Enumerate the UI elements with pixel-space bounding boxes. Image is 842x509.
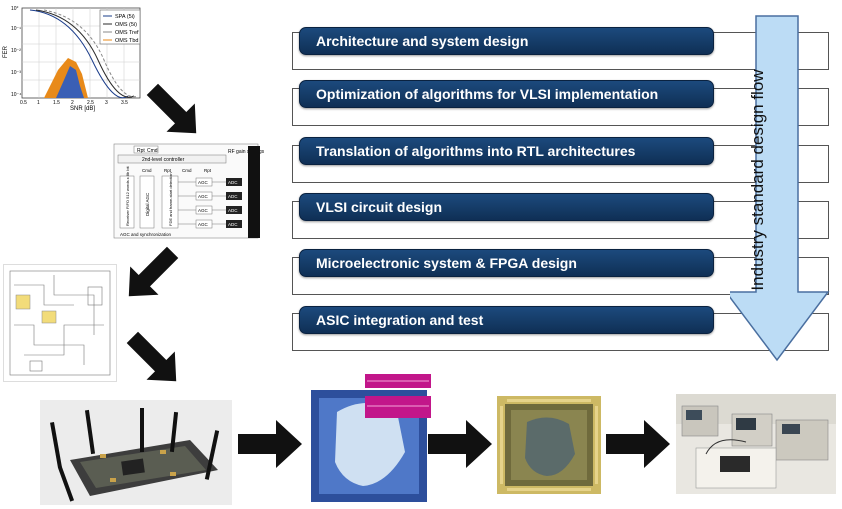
test-bench-photo [676,394,836,494]
ber-legend-entry: SPA (5i) [115,14,135,20]
industry-flow-label: Industry standard design flow [748,69,767,291]
ber-legend-entry: OMS Tbd [115,38,138,44]
block-fifo-label: Receiver FIFO 512 words x 8b bit [125,166,130,226]
block-agc-label: AGC [198,194,209,199]
arrow-die-to-testbench [606,420,670,468]
fpga-board-photo [40,400,232,505]
step-label: Architecture and system design [316,33,529,49]
step-vlsi-circuit-design: VLSI circuit design [299,193,714,221]
rtl-schematic-svg [9,270,111,376]
ber-plot-figure: SPA (5i) OMS (5i) OMS Tref OMS Tbd FER S… [0,0,145,112]
test-bench-svg [676,394,836,489]
ber-xlabel: SNR [dB] [70,106,95,112]
block-top-label: Rpt [137,148,145,154]
ber-xtick: 1.5 [53,100,60,106]
block-controller-label: 2nd-level controller [142,157,185,163]
ber-legend-entry: OMS Tref [115,30,139,36]
block-gain-label: RF gain settings [228,149,265,155]
ber-ytick: 10⁻¹ [11,26,21,32]
ber-xtick: 2 [71,100,74,106]
ber-curve-1 [29,9,129,99]
ber-xtick: 0.5 [20,100,27,106]
step-label: Microelectronic system & FPGA design [316,255,577,271]
chip-layout-inset-bottom [365,396,431,418]
block-footer-label: AGC and synchronization [120,232,172,237]
rtl-schematic-figure [3,264,117,382]
ber-curve-2 [35,9,135,98]
block-agc-label: AGC [198,222,209,227]
step-asic-integration-test: ASIC integration and test [299,306,714,334]
ber-xtick: 1 [37,100,40,106]
arrow-block-to-schematic [128,246,179,297]
ber-ytick: 10⁻³ [11,70,21,76]
step-label: VLSI circuit design [316,199,443,215]
ber-surface-blue [56,66,84,98]
block-dagc-label: Digital AGC [145,192,150,216]
fabricated-die-photo [497,396,601,494]
chip-core-area [335,403,405,486]
block-sub-label: Cmd [182,168,192,173]
block-adc-label: ADC [228,208,238,213]
block-fde-label: FDE and frame-start detection [168,172,173,226]
ber-ytick: 10° [11,6,19,12]
block-diagram-figure: Rpt Cmd 2nd-level controller RF gain set… [112,142,270,240]
ber-ylabel: FER [3,45,9,58]
step-label: Optimization of algorithms for VLSI impl… [316,86,659,102]
step-architecture-system-design: Architecture and system design [299,27,714,55]
chip-layout-svg [311,374,431,502]
step-label: Translation of algorithms into RTL archi… [316,143,636,159]
step-label: ASIC integration and test [316,312,484,328]
ber-ytick: 10⁻² [11,48,21,54]
block-sub-label: Cmd [142,168,152,173]
block-adc-label: ADC [228,180,238,185]
ber-xtick: 2.5 [87,100,94,106]
block-sub-label: Rpt [204,168,212,173]
block-agc-label: AGC [198,180,209,185]
step-rtl-translation: Translation of algorithms into RTL archi… [299,137,714,165]
chip-layout-figure [307,372,432,504]
block-rf-bar [248,146,260,238]
step-algorithm-optimization: Optimization of algorithms for VLSI impl… [299,80,714,108]
ber-ytick: 10⁻⁴ [11,92,21,98]
arrow-board-to-layout [238,420,302,468]
block-adc-label: ADC [228,194,238,199]
fpga-board-svg [50,408,220,502]
block-agc-label: AGC [198,208,209,213]
ber-curve-3 [43,9,139,98]
ber-plot-svg: SPA (5i) OMS (5i) OMS Tref OMS Tbd FER S… [3,6,141,112]
ber-xtick: 3 [105,100,108,106]
arrow-plot-to-block [146,83,197,134]
arrow-schematic-to-board [126,331,177,382]
block-top-label: Cmd [147,148,158,154]
fabricated-die-svg [497,396,601,494]
schematic-block-yellow [41,310,57,324]
ber-xtick: 3.5 [121,100,128,106]
block-diagram-svg: Rpt Cmd 2nd-level controller RF gain set… [113,143,265,239]
ber-legend-entry: OMS (5i) [115,22,137,28]
block-sub-label: Rpt [164,168,172,173]
schematic-block-yellow [15,294,31,310]
industry-flow-arrow [730,15,830,362]
block-adc-label: ADC [228,222,238,227]
step-microelectronic-fpga-design: Microelectronic system & FPGA design [299,249,714,277]
arrow-layout-to-die [428,420,492,468]
